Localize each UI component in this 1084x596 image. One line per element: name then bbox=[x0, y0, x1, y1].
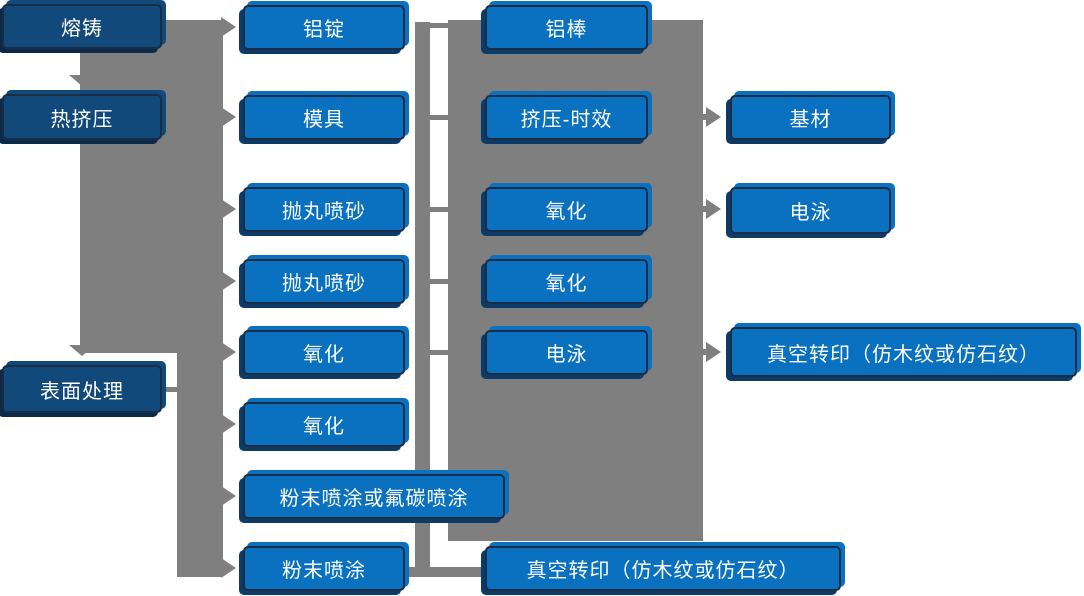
node-oxidation-col2-1: 氧化 bbox=[243, 330, 405, 375]
connector-band-surface-treatment bbox=[177, 353, 223, 577]
node-electrophoresis-col3: 电泳 bbox=[485, 330, 648, 375]
connector-bus-col2-col3 bbox=[415, 22, 430, 577]
connector-tick-row2 bbox=[429, 115, 448, 120]
connector-line-surface-treatment bbox=[162, 387, 178, 392]
node-surface-treatment: 表面处理 bbox=[2, 365, 162, 413]
arrow-right-to-vacuum-transfer-right bbox=[706, 342, 721, 362]
arrow-down-melting-to-extrusion bbox=[69, 75, 95, 86]
node-extrusion-aging: 挤压-时效 bbox=[485, 95, 648, 140]
node-oxidation-col3-2: 氧化 bbox=[485, 259, 648, 304]
node-oxidation-col2-2: 氧化 bbox=[243, 402, 405, 447]
arrow-right-to-aluminum-ingot bbox=[221, 17, 236, 37]
node-powder-or-fluorocarbon: 粉末喷涂或氟碳喷涂 bbox=[243, 474, 505, 519]
connector-tick-row5 bbox=[429, 350, 448, 355]
connector-tick-row3 bbox=[429, 207, 448, 212]
arrow-right-to-oxidation-col2-1 bbox=[221, 342, 236, 362]
connector-band-main-process bbox=[80, 20, 223, 353]
arrow-right-to-electrophoresis-col4 bbox=[706, 199, 721, 219]
arrow-right-to-base-material bbox=[706, 107, 721, 127]
node-mold: 模具 bbox=[243, 95, 405, 140]
connector-tick-row1 bbox=[429, 23, 448, 28]
node-shot-blasting-1: 抛丸喷砂 bbox=[243, 187, 405, 232]
arrow-right-to-mold bbox=[221, 107, 236, 127]
node-aluminum-rod: 铝棒 bbox=[485, 5, 648, 50]
node-vacuum-transfer-right: 真空转印（仿木纹或仿石纹） bbox=[730, 327, 1077, 377]
node-hot-extrusion: 热挤压 bbox=[2, 94, 162, 140]
arrow-right-to-powder-coating bbox=[221, 558, 236, 578]
connector-line-bottom-vacuum bbox=[405, 567, 487, 577]
node-melting: 熔铸 bbox=[2, 4, 162, 49]
node-oxidation-col3-1: 氧化 bbox=[485, 187, 648, 232]
arrow-right-to-powder-or-fluorocarbon bbox=[221, 486, 236, 506]
connector-tick-row4 bbox=[429, 279, 448, 284]
arrow-down-extrusion-to-surface bbox=[69, 345, 95, 356]
arrow-stem-to-electrophoresis-col4 bbox=[697, 206, 706, 212]
arrow-stem-to-vacuum-transfer-right bbox=[697, 349, 706, 355]
node-aluminum-ingot: 铝锭 bbox=[243, 5, 405, 50]
arrow-stem-to-base-material bbox=[697, 114, 706, 120]
node-base-material: 基材 bbox=[730, 95, 891, 140]
node-electrophoresis-col4: 电泳 bbox=[730, 187, 891, 234]
node-shot-blasting-2: 抛丸喷砂 bbox=[243, 259, 405, 304]
arrow-right-to-oxidation-col2-2 bbox=[221, 414, 236, 434]
node-vacuum-transfer-bottom: 真空转印（仿木纹或仿石纹） bbox=[485, 546, 841, 591]
arrow-right-to-shot-blasting-2 bbox=[221, 271, 236, 291]
arrow-right-to-shot-blasting-1 bbox=[221, 199, 236, 219]
node-powder-coating: 粉末喷涂 bbox=[243, 546, 405, 591]
